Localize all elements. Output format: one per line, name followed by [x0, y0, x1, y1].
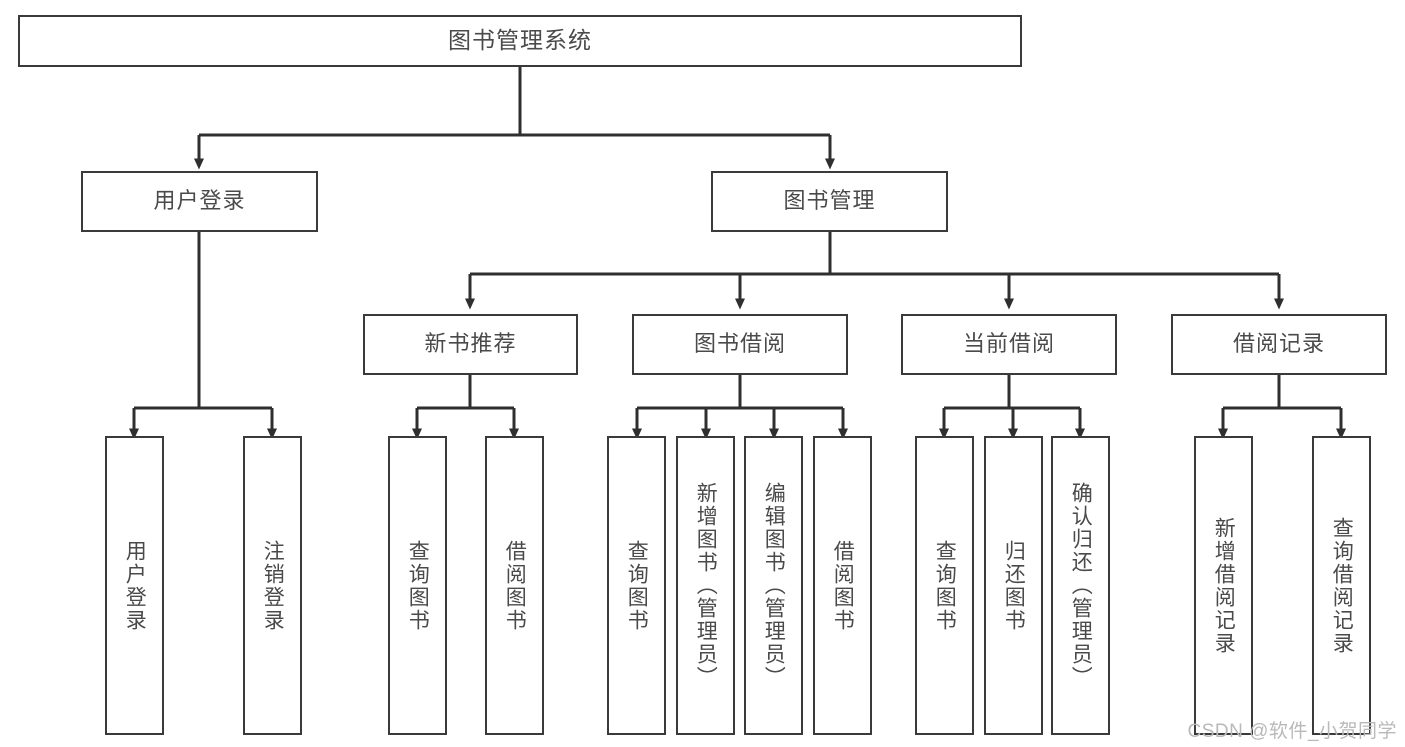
node-label: 借阅记录	[1232, 331, 1325, 357]
leaf-return-book[interactable]: 归还图书	[984, 436, 1043, 735]
node-label: 用户登录	[153, 188, 246, 214]
node-label: 查询借阅记录	[1330, 516, 1354, 655]
node-borrow-record[interactable]: 借阅记录	[1171, 314, 1387, 375]
node-label: 借阅图书	[831, 539, 855, 632]
node-label: 图书管理系统	[448, 27, 592, 54]
node-label: 注销登录	[261, 539, 285, 632]
node-root-system[interactable]: 图书管理系统	[18, 15, 1022, 67]
node-label: 查询图书	[625, 539, 649, 632]
leaf-add-record[interactable]: 新增借阅记录	[1194, 436, 1253, 735]
leaf-add-book[interactable]: 新增图书（管理员）	[676, 436, 735, 735]
node-label: 当前借阅	[962, 331, 1055, 357]
node-label: 查询图书	[406, 539, 430, 632]
node-label: 图书借阅	[693, 331, 786, 357]
leaf-user-logout[interactable]: 注销登录	[243, 436, 302, 735]
node-user-login[interactable]: 用户登录	[81, 171, 318, 232]
leaf-borrow-book-1[interactable]: 借阅图书	[485, 436, 544, 735]
node-label: 归还图书	[1002, 539, 1026, 632]
node-label: 编辑图书（管理员）	[762, 482, 786, 689]
node-label: 确认归还（管理员）	[1069, 482, 1093, 689]
node-label: 用户登录	[123, 539, 147, 632]
leaf-query-book-2[interactable]: 查询图书	[607, 436, 666, 735]
node-label: 查询图书	[933, 539, 957, 632]
node-current-borrow[interactable]: 当前借阅	[901, 314, 1117, 375]
leaf-user-login[interactable]: 用户登录	[105, 436, 164, 735]
leaf-borrow-book-2[interactable]: 借阅图书	[813, 436, 872, 735]
leaf-query-book-3[interactable]: 查询图书	[915, 436, 974, 735]
leaf-query-book-1[interactable]: 查询图书	[388, 436, 447, 735]
leaf-query-record[interactable]: 查询借阅记录	[1312, 436, 1371, 735]
node-label: 新增借阅记录	[1212, 516, 1236, 655]
node-label: 新增图书（管理员）	[694, 482, 718, 689]
node-label: 图书管理	[783, 188, 876, 214]
node-label: 新书推荐	[424, 331, 517, 357]
node-book-manage[interactable]: 图书管理	[711, 171, 948, 232]
watermark: CSDN @软件_小贺同学	[1187, 721, 1397, 742]
leaf-edit-book[interactable]: 编辑图书（管理员）	[744, 436, 803, 735]
node-label: 借阅图书	[503, 539, 527, 632]
node-new-book-recommend[interactable]: 新书推荐	[363, 314, 578, 375]
leaf-confirm-return[interactable]: 确认归还（管理员）	[1051, 436, 1110, 735]
node-book-borrow[interactable]: 图书借阅	[632, 314, 848, 375]
